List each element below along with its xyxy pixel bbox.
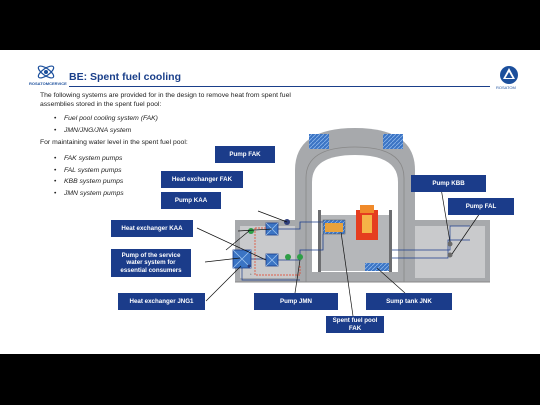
list-item: Fuel pool cooling system (FAK) <box>54 113 158 125</box>
water-tank-right <box>383 134 403 149</box>
water-tank-left <box>309 134 329 149</box>
water-level-lead: For maintaining water level in the spent… <box>40 139 188 146</box>
right-logo-text: ROSATOM <box>496 85 516 90</box>
marker-glyph: * <box>250 272 252 277</box>
spent-fuel-cooling-diagram: * <box>196 128 490 317</box>
title-divider <box>69 86 490 87</box>
label-pump-kaa: Pump KAA <box>161 192 221 209</box>
list-item: KBB system pumps <box>54 176 124 188</box>
leader-lines <box>196 187 481 317</box>
pump-jmn-icon <box>297 254 303 260</box>
label-pump-fak: Pump FAK <box>215 146 275 163</box>
list-item: FAK system pumps <box>54 153 124 165</box>
label-pump-fal: Pump FAL <box>448 198 514 215</box>
marker-dot <box>247 264 251 268</box>
label-pump-service-water: Pump of the service water system for ess… <box>111 249 191 277</box>
label-pump-kbb: Pump KBB <box>411 175 486 192</box>
label-heat-exchanger-fak: Heat exchanger FAK <box>161 171 243 188</box>
cooling-systems-list: Fuel pool cooling system (FAK) JMN/JNG/J… <box>54 113 158 137</box>
pump-fal-icon <box>447 252 453 258</box>
pump-service-water-icon <box>285 254 291 260</box>
label-heat-exchanger-kaa: Heat exchanger KAA <box>111 220 193 237</box>
label-spent-fuel-pool-fak: Spent fuel pool FAK <box>326 316 384 333</box>
pipe <box>241 268 300 281</box>
pump-kaa-icon <box>248 228 254 234</box>
sump-water <box>365 263 389 271</box>
list-item: JMN/JNG/JNA system <box>54 125 158 137</box>
label-sump-tank-jnk: Sump tank JNK <box>366 293 452 310</box>
rosatom-service-logo: ROSATOMСERVICE <box>29 63 67 89</box>
pipe <box>254 227 301 276</box>
reactor-head <box>360 205 374 213</box>
rosatom-logo: ROSATOM <box>496 65 522 91</box>
slide: ROSATOMСERVICE BE: Spent fuel cooling RO… <box>0 50 540 354</box>
left-logo-text: ROSATOMСERVICE <box>29 81 67 86</box>
list-item: JMN system pumps <box>54 188 124 200</box>
spent-fuel-assemblies <box>325 223 343 232</box>
wall <box>318 210 321 272</box>
atom-logo-icon <box>37 65 55 79</box>
rosatom-emblem-icon <box>500 66 518 84</box>
list-item: FAL system pumps <box>54 165 124 177</box>
wall <box>389 210 392 272</box>
pipe <box>392 225 470 251</box>
intro-text: The following systems are provided for i… <box>40 92 291 108</box>
pump-kbb-icon <box>447 241 453 247</box>
cross-icon <box>265 253 279 267</box>
label-heat-exchanger-jng1: Heat exchanger JNG1 <box>118 293 205 310</box>
water-level-list: FAK system pumps FAL system pumps KBB sy… <box>54 153 124 200</box>
reactor-core <box>362 215 372 233</box>
pipe <box>392 239 470 259</box>
page-title: BE: Spent fuel cooling <box>69 71 181 83</box>
pipe <box>278 234 324 261</box>
label-pump-jmn: Pump JMN <box>254 293 338 310</box>
